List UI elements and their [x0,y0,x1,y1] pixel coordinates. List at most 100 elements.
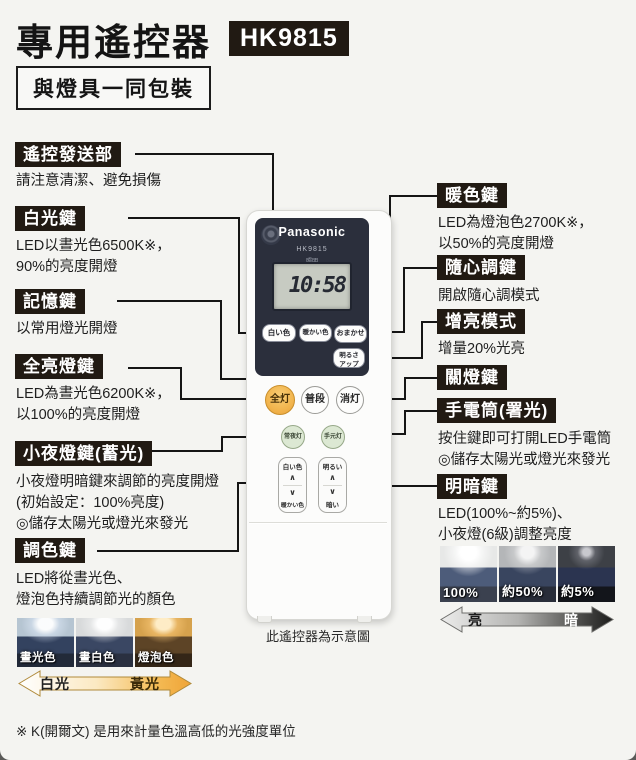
remote-control: Panasonic HK9815 照明 10:58 白い色 暖かい色 おまかせ … [246,210,392,623]
photo-label: 晝白色 [79,652,115,664]
all-on-button[interactable]: 全灯 [265,385,295,415]
connector-line [180,398,268,400]
connector-line [237,482,239,552]
callout-flashlight-key: 手電筒(署光) [437,398,557,423]
photo-label: 約50% [502,584,544,599]
off-button[interactable]: 消灯 [336,386,364,414]
callout-ir-transmitter: 遙控發送部 [15,142,121,167]
normal-button[interactable]: 普段 [301,386,329,414]
remote-model-label: HK9815 [296,246,328,253]
room-photo-100: 100% [440,546,497,602]
connector-line [406,377,437,379]
connector-line [423,321,437,323]
white-color-button[interactable]: 白い色 [262,324,296,342]
chevron-up-icon: ∧ [289,473,296,482]
brightness-rocker[interactable]: 明るい ∧ ∨ 暗い [318,457,347,513]
callout-dimmer-key: 明暗鍵 [437,474,507,499]
callout-desc: 開啟隨心調模式 [438,288,540,304]
callout-desc: ◎儲存太陽光或燈光來發光 [16,516,189,532]
ceiling-lamp-glow [558,546,615,580]
brightness-up-label-2: アップ [339,361,359,368]
ir-sensor-icon [261,225,281,245]
brand-logo: Panasonic [278,225,346,239]
room-photo-50: 約50% [499,546,556,602]
hand-light-button[interactable]: 手元灯 [321,425,345,449]
connector-line [404,410,406,435]
remote-caption: 此遙控器為示意圖 [265,629,370,644]
callout-desc: ◎儲存太陽光或燈光來發光 [438,452,611,468]
clock-readout: 10:58 [288,273,347,298]
connector-line [180,367,182,400]
connector-line [221,436,223,452]
callout-desc: 增量20%光亮 [438,341,526,357]
remote-foot [257,616,272,623]
ceiling-lamp-glow [76,618,133,648]
ceiling-lamp-glow [499,546,556,580]
room-photo-bulbcolor: 燈泡色 [135,618,192,667]
rocker-bright-top-label: 明るい [322,464,343,471]
callout-full-light-key: 全亮燈鍵 [15,354,103,379]
connector-line [128,217,240,219]
callout-nightlight-key: 小夜燈鍵(蓄光) [15,441,153,466]
battery-cover-seam [249,522,387,523]
callout-desc: 90%的亮度開燈 [16,259,118,275]
callout-desc: LED將從晝光色、 [16,571,132,587]
chevron-down-icon: ∨ [329,487,336,497]
connector-line [117,300,222,302]
kelvin-footnote: ※ K(開爾文) 是用來計量色溫高低的光強度單位 [16,724,296,739]
lcd-display: 10:58 [272,262,352,311]
connector-line [97,550,239,552]
ceiling-lamp-glow [440,546,497,580]
room-photo-coolwhite: 晝白色 [76,618,133,667]
connector-line [238,217,240,334]
callout-desc: 小夜燈明暗鍵來調節的亮度開燈 [16,474,219,490]
page-title: 專用遙控器 [16,22,211,63]
connector-line [140,450,223,452]
bright-label: 亮 [468,612,483,628]
yellow-light-label: 黃光 [130,676,160,692]
connector-line [135,153,274,155]
connector-line [365,357,423,359]
brightness-arrow: 亮 暗 [440,606,614,633]
photo-label: 燈泡色 [138,652,174,664]
callout-desc: 請注意清潔、避免損傷 [16,173,161,189]
photo-label: 100% [443,585,479,600]
chevron-down-icon: ∨ [289,488,296,497]
rocker-bright-bottom-label: 暗い [326,502,339,509]
warm-color-button[interactable]: 暖かい色 [299,324,332,342]
dark-label: 暗 [564,612,579,628]
ceiling-lamp-glow [17,618,74,648]
ceiling-lamp-glow [135,618,192,648]
double-arrow-graphic [440,606,614,633]
callout-desc: 以常用燈光開燈 [16,321,118,337]
callout-desc: (初始設定：100%亮度) [16,495,165,511]
model-number-badge: HK9815 [229,21,349,56]
callout-auto-mode-key: 隨心調鍵 [437,255,525,280]
room-photo-daylight: 晝光色 [17,618,74,667]
callout-desc: LED以晝光色6500K※， [16,238,171,254]
double-arrow-graphic [18,670,192,697]
room-photo-5: 約5% [558,546,615,602]
color-rocker[interactable]: 白い色 ∧ ∨ 暖かい色 [278,457,307,513]
callout-warm-color-key: 暖色鍵 [437,183,507,208]
connector-line [272,153,274,224]
night-light-button[interactable]: 常夜灯 [281,425,305,449]
callout-desc: LED為晝光色6200K※， [16,386,171,402]
brightness-up-button[interactable]: 明るさ アップ [333,348,365,368]
photo-label: 晝光色 [20,652,56,664]
auto-button[interactable]: おまかせ [334,325,367,343]
color-temperature-arrow: 白光 黃光 [18,670,192,697]
rocker-color-bottom-label: 暖かい色 [280,503,305,509]
connector-line [421,321,423,359]
callout-desc: LED為燈泡色2700K※， [438,215,593,231]
callout-memory-key: 記憶鍵 [15,289,85,314]
callout-light-off-key: 關燈鍵 [437,365,507,390]
callout-color-tune-key: 調色鍵 [15,538,85,563]
callout-desc: 小夜燈(6級)調整亮度 [438,527,572,543]
packaging-note: 與燈具一同包裝 [16,66,211,110]
white-light-label: 白光 [40,676,70,692]
callout-desc: 以100%的亮度開燈 [16,407,141,423]
connector-line [405,267,437,269]
brightness-up-label-1: 明るさ [339,352,359,359]
